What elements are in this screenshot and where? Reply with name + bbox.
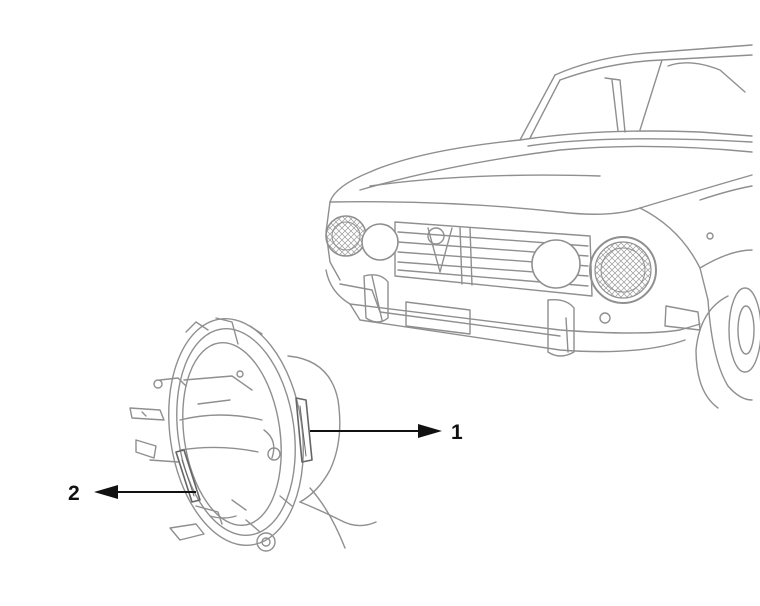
headlamp-assembly <box>129 317 377 552</box>
callout-arrow-2 <box>94 485 196 499</box>
car-headlights <box>325 215 657 304</box>
callout-label-1: 1 <box>451 421 463 444</box>
callout-arrow-1 <box>310 424 442 438</box>
callout-label-2: 2 <box>68 482 80 505</box>
car-illustration <box>325 44 760 409</box>
